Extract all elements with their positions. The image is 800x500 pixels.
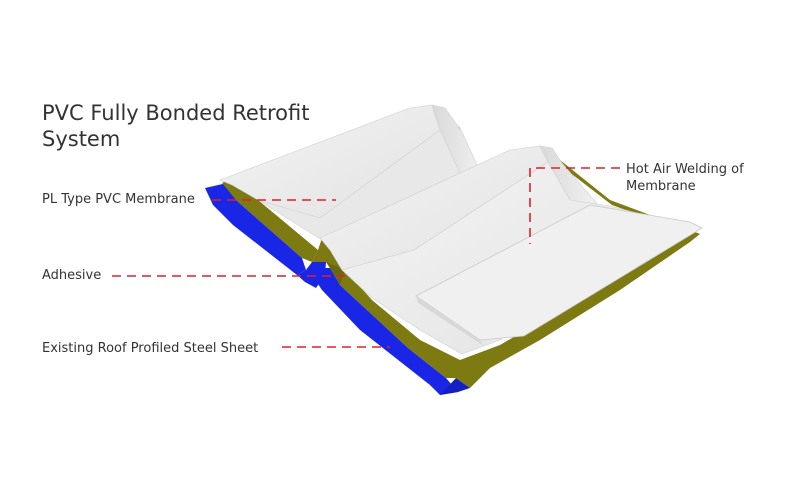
- leader-lines: [112, 167, 620, 348]
- steel-sheet-layer: [205, 183, 470, 395]
- pvc-membrane-layer: [219, 104, 703, 355]
- label-pvc-membrane: PL Type PVC Membrane: [42, 192, 195, 207]
- diagram-title: PVC Fully Bonded Retrofit System: [42, 101, 310, 151]
- label-hot-air-welding: Hot Air Welding of Membrane: [626, 162, 744, 194]
- label-steel-sheet: Existing Roof Profiled Steel Sheet: [42, 341, 259, 356]
- leader-welding: [529, 167, 620, 244]
- label-adhesive: Adhesive: [42, 268, 102, 283]
